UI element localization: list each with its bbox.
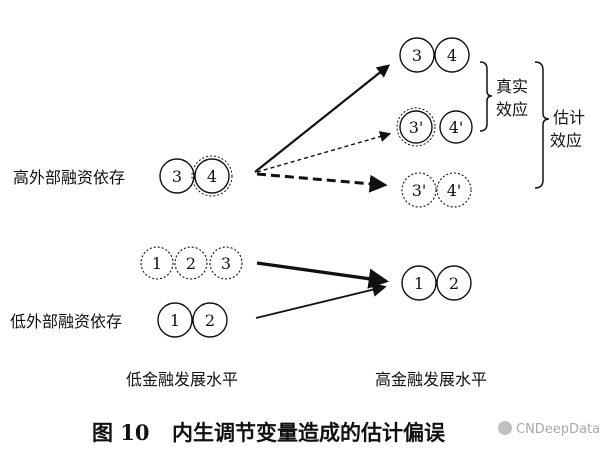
circle-node [399,110,433,144]
node-label: 1 [152,254,162,273]
node-label: 3 [172,167,182,186]
circle-node [194,158,230,194]
node-label: 2 [186,254,196,273]
arrow-to-true-high [254,64,391,173]
node-label: 4 [207,167,217,186]
caption-number: 图 10 [92,420,150,445]
caption-title: 内生调节变量造成的估计偏误 [172,420,446,445]
node-label: 1 [170,311,180,330]
label-low-finance: 低金融发展水平 [126,370,238,389]
label-estimated-effect-1: 估计 [553,108,585,127]
label-low-dependence: 低外部融资依存 [10,312,122,331]
circle-node [436,265,472,301]
node-group-top-right: 3 4 [399,37,470,73]
node-label: 4 [447,46,457,65]
arrow-to-dashed-mid [256,131,392,173]
circle-node-dashed [396,107,436,147]
watermark-text: CNDeepData [516,422,600,437]
bracket-estimated-effect [534,61,550,189]
node-label: 3 [412,46,422,65]
node-group-low-solid-left: 1 2 [157,302,228,338]
node-label: 1 [414,274,424,293]
label-high-dependence: 高外部融资依存 [13,168,125,187]
circle-node-dashed [140,246,174,280]
label-estimated-effect-2: 效应 [550,131,582,150]
circle-node [401,265,437,301]
node-group-low-right: 3' 4' [401,172,472,208]
circle-node [157,302,193,338]
circle-node [434,37,470,73]
node-label: 2 [205,311,215,330]
node-label: 4' [449,118,464,137]
circle-node-dashed-halo [191,155,233,197]
node-label: 3 [221,254,231,273]
node-label: 3' [409,118,424,137]
label-true-effect-2: 效应 [496,100,528,119]
circle-node [399,37,435,73]
circle-node [192,302,228,338]
watermark-logo-icon [498,421,512,435]
watermark: CNDeepData [498,421,600,437]
node-label: 2 [449,274,459,293]
label-true-effect-1: 真实 [496,77,528,96]
node-group-mid-right: 3' 4' [396,107,473,147]
node-group-low-dashed-left: 1 2 3 [140,246,243,280]
bracket-true-effect [479,61,493,132]
label-high-finance: 高金融发展水平 [375,370,487,389]
circle-node-dashed [436,172,472,208]
circle-node [159,158,195,194]
circle-node [439,110,473,144]
circle-node-dashed [174,246,208,280]
node-label: 3' [412,181,427,200]
arrow-dashed-group-to-high [256,261,390,289]
node-group-bottom-right: 1 2 [401,265,472,301]
circle-node-dashed [209,246,243,280]
arrow-to-dashed-low [256,172,388,193]
node-label: 4' [447,181,462,200]
node-group-high-left: 3 4 [159,155,233,197]
arrow-solid-group-to-high [255,282,387,319]
circle-node-dashed [401,172,437,208]
